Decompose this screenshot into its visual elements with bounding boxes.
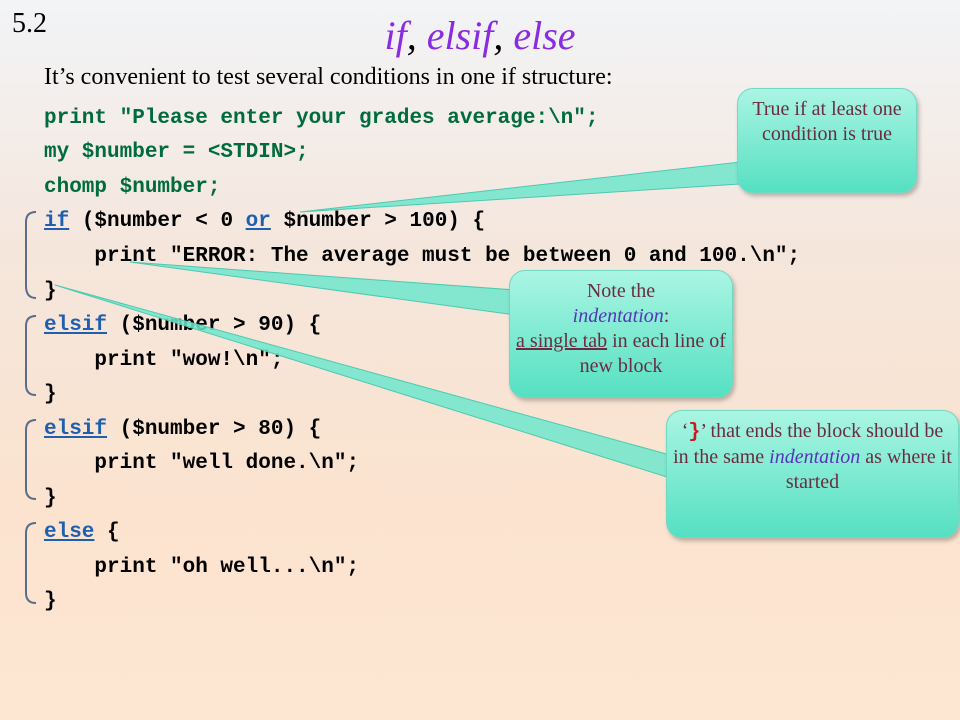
callout-true-if: True if at least one condition is true — [737, 88, 917, 193]
title-if: if — [384, 13, 407, 58]
pointer-true-if — [299, 161, 741, 213]
code-line-chomp: chomp $number; — [44, 176, 221, 199]
keyword-or: or — [245, 210, 271, 233]
callout-text: ‘ — [681, 420, 689, 442]
title-else: else — [513, 13, 576, 58]
keyword-else: else — [44, 521, 95, 544]
code-line-close-brace: } — [44, 383, 57, 406]
title-separator: , — [493, 13, 514, 58]
intro-text: It’s convenient to test several conditio… — [44, 64, 613, 90]
keyword-if: if — [44, 210, 70, 233]
callout-brace-glyph: } — [688, 421, 701, 444]
keyword-elsif: elsif — [44, 314, 108, 337]
callout-emphasis: indentation — [572, 305, 664, 327]
code-line-elsif-80: elsif ($number > 80) { — [44, 418, 321, 442]
code-line-print-error: print "ERROR: The average must be betwee… — [44, 245, 801, 268]
pointer-indentation — [129, 261, 516, 316]
code-line-close-brace: } — [44, 590, 57, 613]
code-line-print-wow: print "wow!\n"; — [44, 349, 284, 372]
block-bracket-elsif-80 — [25, 419, 37, 500]
title-separator: , — [406, 13, 427, 58]
callout-text: in each line of new block — [579, 330, 726, 377]
callout-text: : — [663, 305, 670, 327]
callout-text: Note the — [586, 280, 656, 302]
code-text: ($number > 90) { — [107, 314, 322, 337]
code-line-read-stdin: my $number = <STDIN>; — [44, 141, 309, 164]
code-line-print-well-done: print "well done.\n"; — [44, 452, 360, 475]
callout-closing-brace: ‘}’ that ends the block should be in the… — [666, 410, 959, 538]
block-bracket-elsif-90 — [25, 315, 37, 396]
callout-text: ’ that ends the block should be in the s… — [673, 420, 944, 468]
code-text: { — [94, 521, 120, 544]
keyword-elsif: elsif — [44, 418, 108, 441]
code-line-else: else { — [44, 521, 120, 545]
code-text: $number > 100) { — [270, 210, 486, 233]
callout-indentation: Note the indentation: a single tab in ea… — [509, 270, 733, 398]
block-bracket-if — [25, 211, 37, 299]
code-line-print-oh-well: print "oh well...\n"; — [44, 556, 360, 579]
code-line-elsif-90: elsif ($number > 90) { — [44, 314, 321, 338]
title-elsif: elsif — [426, 13, 494, 58]
code-line-close-brace: } — [44, 487, 57, 510]
code-line-print-prompt: print "Please enter your grades average:… — [44, 107, 599, 130]
block-bracket-else — [25, 522, 37, 604]
callout-emphasis: indentation — [769, 446, 861, 468]
code-line-close-brace: } — [44, 280, 57, 303]
code-text: ($number > 80) { — [107, 418, 322, 441]
code-text: ($number < 0 — [69, 210, 246, 233]
code-line-if: if ($number < 0 or $number > 100) { — [44, 210, 485, 234]
callout-text: as where it started — [785, 446, 952, 493]
slide-number: 5.2 — [12, 8, 47, 39]
callout-underlined: a single tab — [516, 330, 608, 352]
slide-title: if, elsif, else — [0, 12, 960, 59]
